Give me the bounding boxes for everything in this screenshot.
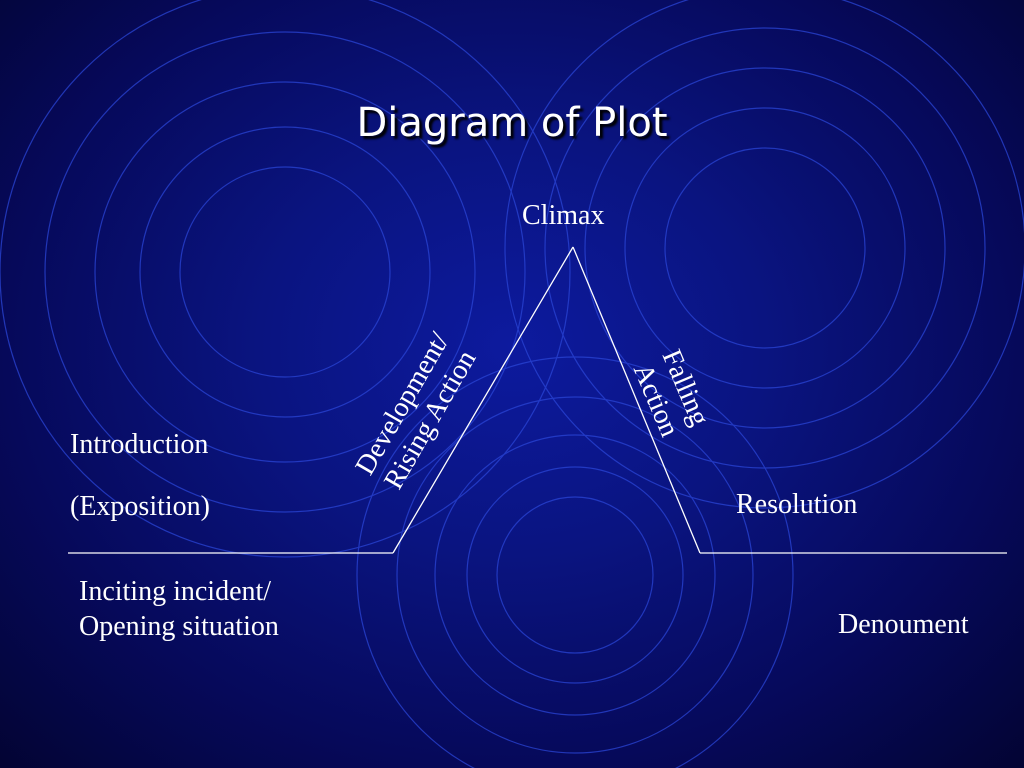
climax-label: Climax [522,200,605,231]
inciting-incident-label: Inciting incident/ Opening situation [79,574,279,644]
resolution-label: Resolution [736,489,858,520]
denoument-label: Denoument [838,609,969,640]
slide-title: Diagram of Plot [356,100,668,146]
rising-action-line [392,246,574,554]
introduction-label: Introduction [70,429,209,460]
falling-action-line [572,246,701,554]
inciting-incident-line1: Inciting incident/ [79,576,272,607]
exposition-label: (Exposition) [70,491,210,522]
inciting-incident-line2: Opening situation [79,611,279,642]
